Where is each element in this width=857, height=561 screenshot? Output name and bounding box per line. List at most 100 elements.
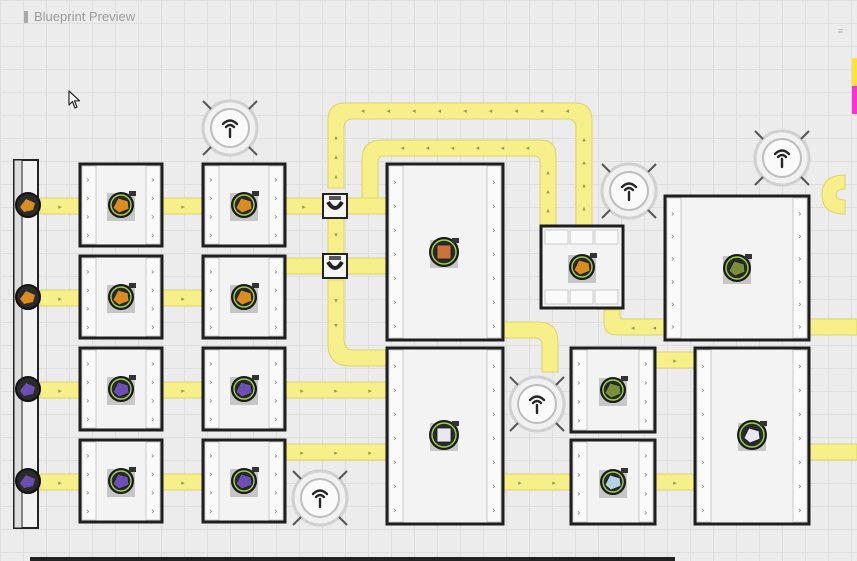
chevron-right-icon: › xyxy=(701,362,705,372)
machine-rail xyxy=(544,289,569,305)
ore-icon xyxy=(20,199,35,212)
title-marker xyxy=(24,10,28,23)
item-icon xyxy=(429,237,459,268)
machine[interactable]: ›››››››› xyxy=(569,346,657,434)
chevron-right-icon: › xyxy=(492,298,496,308)
belt-arrow-icon: ▸ xyxy=(334,450,338,457)
chevron-right-icon: › xyxy=(798,434,802,444)
belt-loop-inner[interactable] xyxy=(361,139,557,229)
belt-arrow-icon: ▸ xyxy=(334,388,338,395)
belt-arrow-icon: ▸ xyxy=(58,204,62,211)
machine[interactable]: ›››››››› xyxy=(201,438,287,524)
machine[interactable] xyxy=(539,224,625,310)
machine-rail xyxy=(145,349,161,429)
ore-icon xyxy=(604,382,622,399)
item-count-badge-icon xyxy=(621,468,628,473)
signal-arc xyxy=(528,395,546,402)
chevron-right-icon: › xyxy=(644,398,648,408)
relay-tower-icon[interactable] xyxy=(508,375,566,433)
panel-handle-icon[interactable]: ≡ xyxy=(837,26,843,36)
belt-segment[interactable] xyxy=(808,443,857,461)
chevron-right-icon: › xyxy=(671,232,675,242)
belt-arrow-icon: ▾ xyxy=(334,298,338,305)
belt-splitters[interactable] xyxy=(322,193,348,279)
chevron-right-icon: › xyxy=(644,452,648,462)
relay-tower-strut xyxy=(202,146,212,156)
machine-grid[interactable]: ››››››››››››››››››››››››››››››››››››››››… xyxy=(78,162,811,526)
belt-corner[interactable] xyxy=(821,174,846,215)
machine[interactable]: ›››››››› xyxy=(78,346,164,432)
relay-tower-icon[interactable] xyxy=(291,469,349,527)
belt-arrow-icon: ▴ xyxy=(582,160,586,167)
belt-arrow-icon: ▸ xyxy=(673,480,677,487)
belt-splitter-icon[interactable] xyxy=(322,193,348,219)
chevron-right-icon: › xyxy=(492,434,496,444)
chevron-right-icon: › xyxy=(209,415,213,425)
machine-rail xyxy=(204,257,220,337)
belt-arrow-icon: ▸ xyxy=(181,388,185,395)
belt-loop-outer[interactable] xyxy=(327,102,593,229)
chevron-right-icon: › xyxy=(274,415,278,425)
chevron-right-icon: › xyxy=(209,194,213,204)
relay-tower-strut xyxy=(800,176,810,186)
timeline-scrollbar[interactable] xyxy=(30,557,675,561)
item-ring xyxy=(233,378,255,400)
machine-rail xyxy=(268,441,284,521)
chevron-right-icon: › xyxy=(393,482,397,492)
relay-towers[interactable] xyxy=(201,99,811,527)
belt-arrow-icon: ▸ xyxy=(58,480,62,487)
belt-corner[interactable] xyxy=(502,321,559,373)
chevron-right-icon: › xyxy=(274,267,278,277)
chevron-right-icon: › xyxy=(86,507,90,517)
belt-arrow-icon: ◂ xyxy=(387,108,391,115)
belt-arrow-icon: ▸ xyxy=(368,450,372,457)
signal-arc xyxy=(620,182,638,189)
relay-tower-icon[interactable] xyxy=(753,129,811,187)
machine[interactable]: ›››››››› xyxy=(201,162,287,248)
chevron-right-icon: › xyxy=(701,458,705,468)
belt-arrow-icon: ◂ xyxy=(652,325,656,332)
relay-tower-strut xyxy=(800,130,810,140)
signal-arc xyxy=(531,399,543,405)
chevron-right-icon: › xyxy=(151,212,155,222)
ore-icon xyxy=(728,260,746,277)
relay-tower-strut xyxy=(509,376,519,386)
signal-arc xyxy=(314,493,326,499)
chevron-right-icon: › xyxy=(274,304,278,314)
chevron-right-icon: › xyxy=(492,410,496,420)
item-icon xyxy=(107,283,136,313)
ore-icon xyxy=(112,197,130,214)
chevron-right-icon: › xyxy=(274,488,278,498)
item-ring xyxy=(110,286,132,308)
relay-tower-strut xyxy=(601,163,611,173)
belt-segment[interactable] xyxy=(808,318,857,336)
chevron-right-icon: › xyxy=(209,470,213,480)
belt-splitter-icon[interactable] xyxy=(322,253,348,279)
chevron-right-icon: › xyxy=(274,396,278,406)
belt-arrow-icon: ◂ xyxy=(489,108,493,115)
chevron-right-icon: › xyxy=(577,509,581,519)
chevron-right-icon: › xyxy=(274,507,278,517)
machine-rail xyxy=(204,441,220,521)
chevron-right-icon: › xyxy=(701,434,705,444)
belt-arrow-icon: ▴ xyxy=(546,189,550,196)
chevron-right-icon: › xyxy=(393,250,397,260)
chevron-right-icon: › xyxy=(644,379,648,389)
chevron-right-icon: › xyxy=(393,434,397,444)
belt-segment[interactable] xyxy=(502,473,572,491)
chevron-right-icon: › xyxy=(274,175,278,185)
chevron-right-icon: › xyxy=(393,410,397,420)
ore-icon xyxy=(20,291,35,304)
item-count-badge-icon xyxy=(252,191,259,196)
relay-tower-icon[interactable] xyxy=(600,162,658,220)
chevron-right-icon: › xyxy=(274,470,278,480)
chevron-right-icon: › xyxy=(393,322,397,332)
relay-tower-icon[interactable] xyxy=(201,99,259,157)
item-count-badge-icon xyxy=(760,421,767,426)
machine-rail xyxy=(145,257,161,337)
item-ring xyxy=(602,379,624,401)
relay-tower-strut xyxy=(754,130,764,140)
relay-tower-strut xyxy=(338,516,348,526)
chevron-right-icon: › xyxy=(577,417,581,427)
